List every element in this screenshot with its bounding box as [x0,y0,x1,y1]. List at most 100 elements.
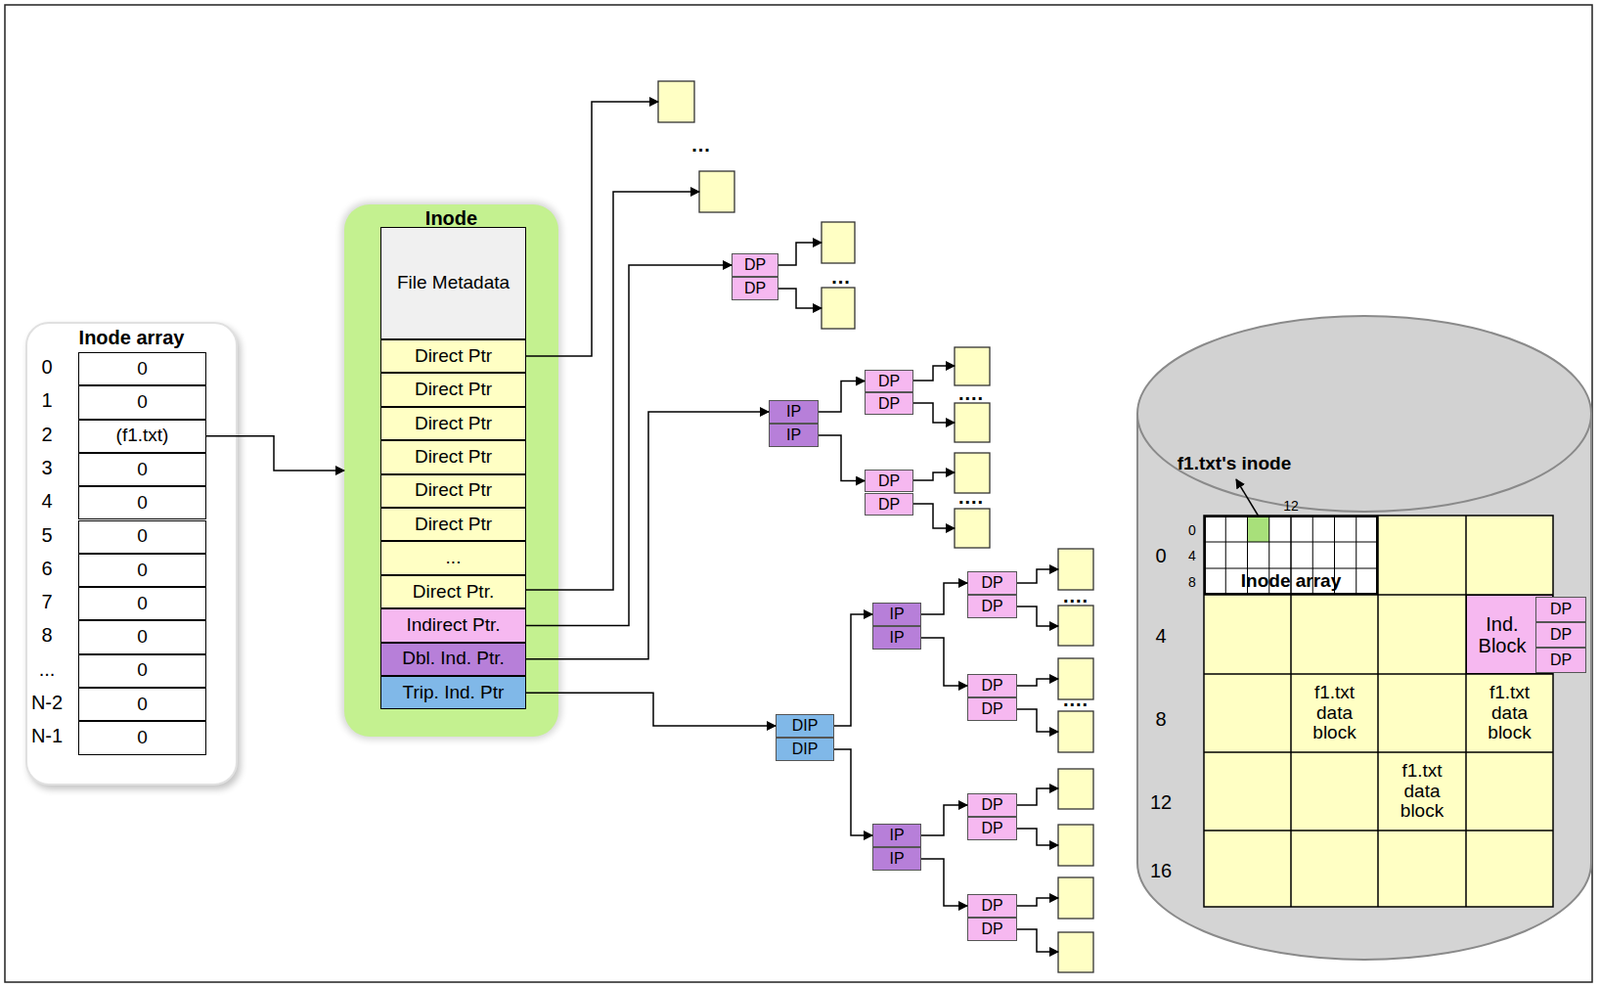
node-text: 0 [136,626,148,648]
node-text: DP [744,256,766,274]
ellipsis: .... [1063,688,1089,712]
double-indirect-pointer: DIP [775,737,835,761]
node-text: DP [980,676,1003,695]
node-text: 0 [136,392,148,413]
pointer-arrow [921,582,968,615]
pointer-arrow [818,435,865,482]
double-indirect-pointer: DIP [775,713,835,738]
pointer-arrow [921,804,968,836]
inode-array-cell: 0 [78,586,207,621]
pointer-arrow [1017,569,1059,583]
frame [4,4,1593,982]
inode-array-cell: 0 [78,452,207,487]
direct-pointer-field: Direct Ptr [380,372,527,406]
node-text: DIP [792,716,819,735]
pointer-arrow [921,858,968,906]
indirect-pointer: IP [872,625,922,650]
node-text: Direct Ptr [414,346,492,367]
leader-arrow [1236,479,1259,517]
block-number: 4 [1155,624,1166,648]
node-text: DP [980,896,1003,915]
node-text: 0 [136,358,148,380]
data-block [1058,711,1094,753]
disk-block-grid [1203,515,1554,907]
node-text: Ind. Block [1470,613,1534,657]
data-block: f1.txt data block [1377,752,1467,831]
data-block [1058,605,1094,646]
ellipsis: .... [958,486,984,509]
data-block [699,171,735,213]
index-number: 8 [41,623,52,647]
node-text: 0 [136,459,148,481]
node-text: DP [980,920,1003,938]
data-block [821,222,855,264]
node-text: DP [878,472,900,490]
block-number: 12 [1150,791,1172,814]
pointer-arrow [1017,897,1059,906]
data-block [954,508,990,548]
node-text: IP [888,605,904,623]
index-number: 0 [41,355,52,379]
node-text: Inode array [79,323,185,349]
inode-array-cell: 0 [78,520,207,554]
pointer-arrow [526,101,659,356]
node-text: DP [878,372,900,391]
node-text: DIP [792,740,819,758]
node-text: Dbl. Ind. Ptr. [401,648,505,669]
pointer-arrow [1017,828,1059,845]
node-text: Direct Ptr [414,514,492,535]
inode-array-panel: Inode array00(f1.txt)000000000 [25,321,238,786]
ellipsis: ... [831,266,851,289]
data-block [954,347,990,386]
index-number: 1 [41,389,52,412]
inode-array-cell: 0 [78,486,207,520]
direct-pointer-field: Direct Ptr [380,339,527,373]
block-number: 0 [1155,544,1166,568]
pointer-arrow [834,614,873,726]
node-text: DP [980,796,1003,814]
pointer-arrow [818,381,865,413]
pointer-arrow [913,365,955,381]
pointer-arrow [921,637,968,686]
pointer-arrow [834,749,873,836]
ellipsis: .... [958,382,984,405]
node-text: IP [888,826,904,845]
node-text: Inode array [1241,571,1341,593]
pointer-arrow [1017,788,1059,805]
pointer-arrow [778,288,822,309]
inode-array-cell: 0 [78,687,207,721]
indirect-pointer: IP [872,602,922,626]
indirect-pointer-field: Indirect Ptr. [380,608,527,642]
double-indirect-field: Dbl. Ind. Ptr. [380,642,527,676]
node-text: File Metadata [397,272,510,294]
pointer-arrow [526,692,776,726]
data-pointer: DP [731,253,779,277]
disk-top [1137,315,1592,512]
direct-pointer-field: Direct Ptr [380,474,527,508]
node-text: IP [888,628,904,647]
callout-label: f1.txt's inode [1177,452,1291,475]
node-text: Inode [425,204,478,229]
triple-indirect-field: Trip. Ind. Ptr [380,675,527,710]
data-block [658,81,695,123]
indirect-pointer: IP [872,846,922,871]
ellipsis: .... [1063,584,1089,608]
grid-lines [1203,515,1554,907]
pointer-arrow [1017,606,1059,626]
inode-array-cell: 0 [78,620,207,654]
inode-array-cell: 0 [78,720,207,755]
node-text: ... [445,547,462,569]
node-text: DP [980,597,1003,616]
inode-array-cell: 0 [78,352,207,386]
block-number: 8 [1155,708,1166,731]
node-text: 0 [136,660,148,681]
node-text: 0 [136,694,148,715]
data-block [954,402,990,443]
pointer-arrow [913,503,955,529]
node-text: f1.txt data block [1389,760,1455,823]
node-text: DP [1550,625,1572,644]
inode-array-cell: 0 [78,654,207,688]
inode-panel: InodeFile MetadataDirect PtrDirect PtrDi… [344,204,559,737]
